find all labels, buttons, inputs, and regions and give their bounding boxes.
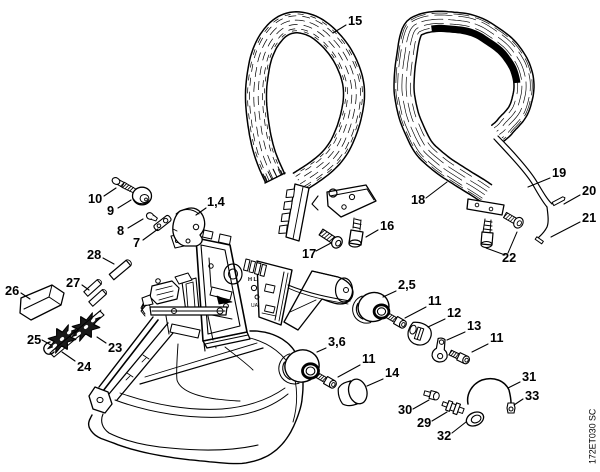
svg-text:24: 24 <box>77 359 92 374</box>
svg-text:30: 30 <box>398 402 412 417</box>
svg-text:17: 17 <box>302 246 316 261</box>
svg-text:21: 21 <box>582 210 596 225</box>
svg-text:22: 22 <box>502 250 516 265</box>
svg-text:2,5: 2,5 <box>398 277 416 292</box>
svg-text:11: 11 <box>428 293 442 308</box>
svg-text:25: 25 <box>27 332 41 347</box>
svg-text:11: 11 <box>362 351 376 366</box>
svg-text:13: 13 <box>467 318 481 333</box>
svg-text:33: 33 <box>525 388 539 403</box>
svg-text:12: 12 <box>447 305 461 320</box>
svg-text:27: 27 <box>66 275 80 290</box>
svg-text:23: 23 <box>108 340 122 355</box>
svg-text:15: 15 <box>348 13 362 28</box>
svg-text:10: 10 <box>88 191 102 206</box>
svg-text:16: 16 <box>380 218 394 233</box>
svg-text:18: 18 <box>411 192 425 207</box>
svg-text:19: 19 <box>552 165 566 180</box>
svg-text:14: 14 <box>385 365 400 380</box>
svg-text:172ET030 SC: 172ET030 SC <box>588 408 598 464</box>
svg-text:3,6: 3,6 <box>328 334 346 349</box>
svg-text:11: 11 <box>490 330 504 345</box>
svg-text:9: 9 <box>107 203 114 218</box>
svg-text:29: 29 <box>417 415 431 430</box>
svg-text:32: 32 <box>437 428 451 443</box>
svg-text:8: 8 <box>117 223 124 238</box>
svg-text:H L: H L <box>248 277 258 283</box>
svg-text:1,4: 1,4 <box>207 194 226 209</box>
svg-text:7: 7 <box>133 235 140 250</box>
svg-text:26: 26 <box>5 283 19 298</box>
svg-text:31: 31 <box>522 369 536 384</box>
svg-text:20: 20 <box>582 183 596 198</box>
svg-text:UA: UA <box>251 303 259 309</box>
svg-text:28: 28 <box>87 247 101 262</box>
